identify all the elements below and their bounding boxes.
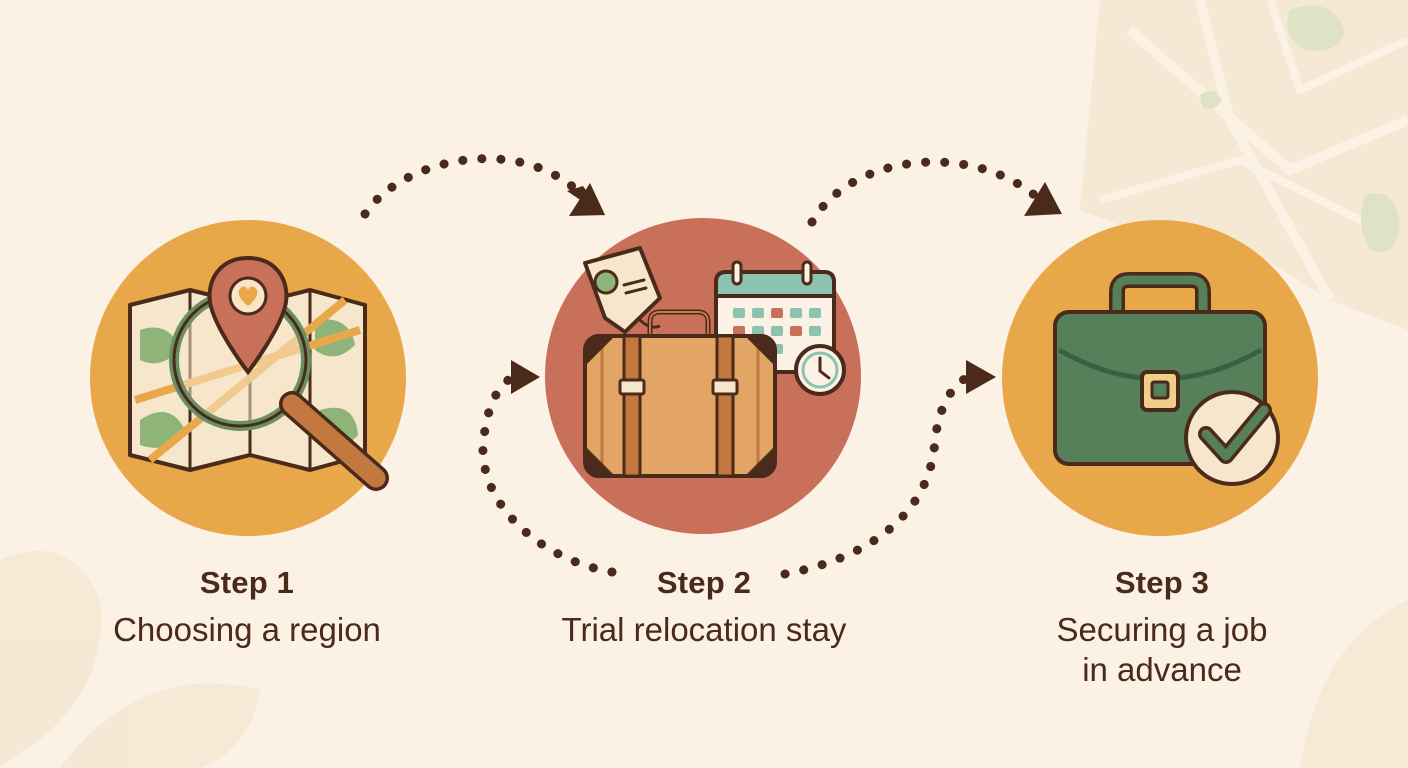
arrow-loop-left — [478, 371, 617, 577]
step-2-description: Trial relocation stay — [561, 611, 847, 648]
map-magnifier-icon — [128, 255, 389, 491]
step-3-title: Step 3 — [1114, 565, 1210, 600]
arrow-loop-right — [780, 373, 971, 579]
arrowheads — [511, 182, 1062, 394]
arrow-step1-to-step2 — [360, 154, 590, 219]
arrowhead-4 — [966, 360, 996, 394]
arrowhead-1b — [569, 183, 605, 216]
step-1-title: Step 1 — [199, 565, 295, 600]
background-leaf-decoration — [0, 551, 1408, 768]
arrow-step2-to-step3 — [807, 157, 1043, 227]
step-2-title: Step 2 — [656, 565, 752, 600]
connector-arrows — [360, 154, 1043, 579]
step-3-description: Securing a job in advance — [1056, 611, 1268, 688]
arrowhead-2 — [1024, 182, 1062, 216]
background-map-decoration — [1080, 0, 1408, 330]
arrowhead-3 — [511, 360, 540, 394]
step-2-icon — [545, 218, 861, 534]
suitcase-calendar-icon — [583, 246, 846, 478]
step-1-icon — [90, 220, 406, 536]
step-1-description: Choosing a region — [113, 611, 381, 648]
briefcase-check-icon — [1053, 272, 1280, 486]
step-3-icon — [1002, 220, 1318, 536]
